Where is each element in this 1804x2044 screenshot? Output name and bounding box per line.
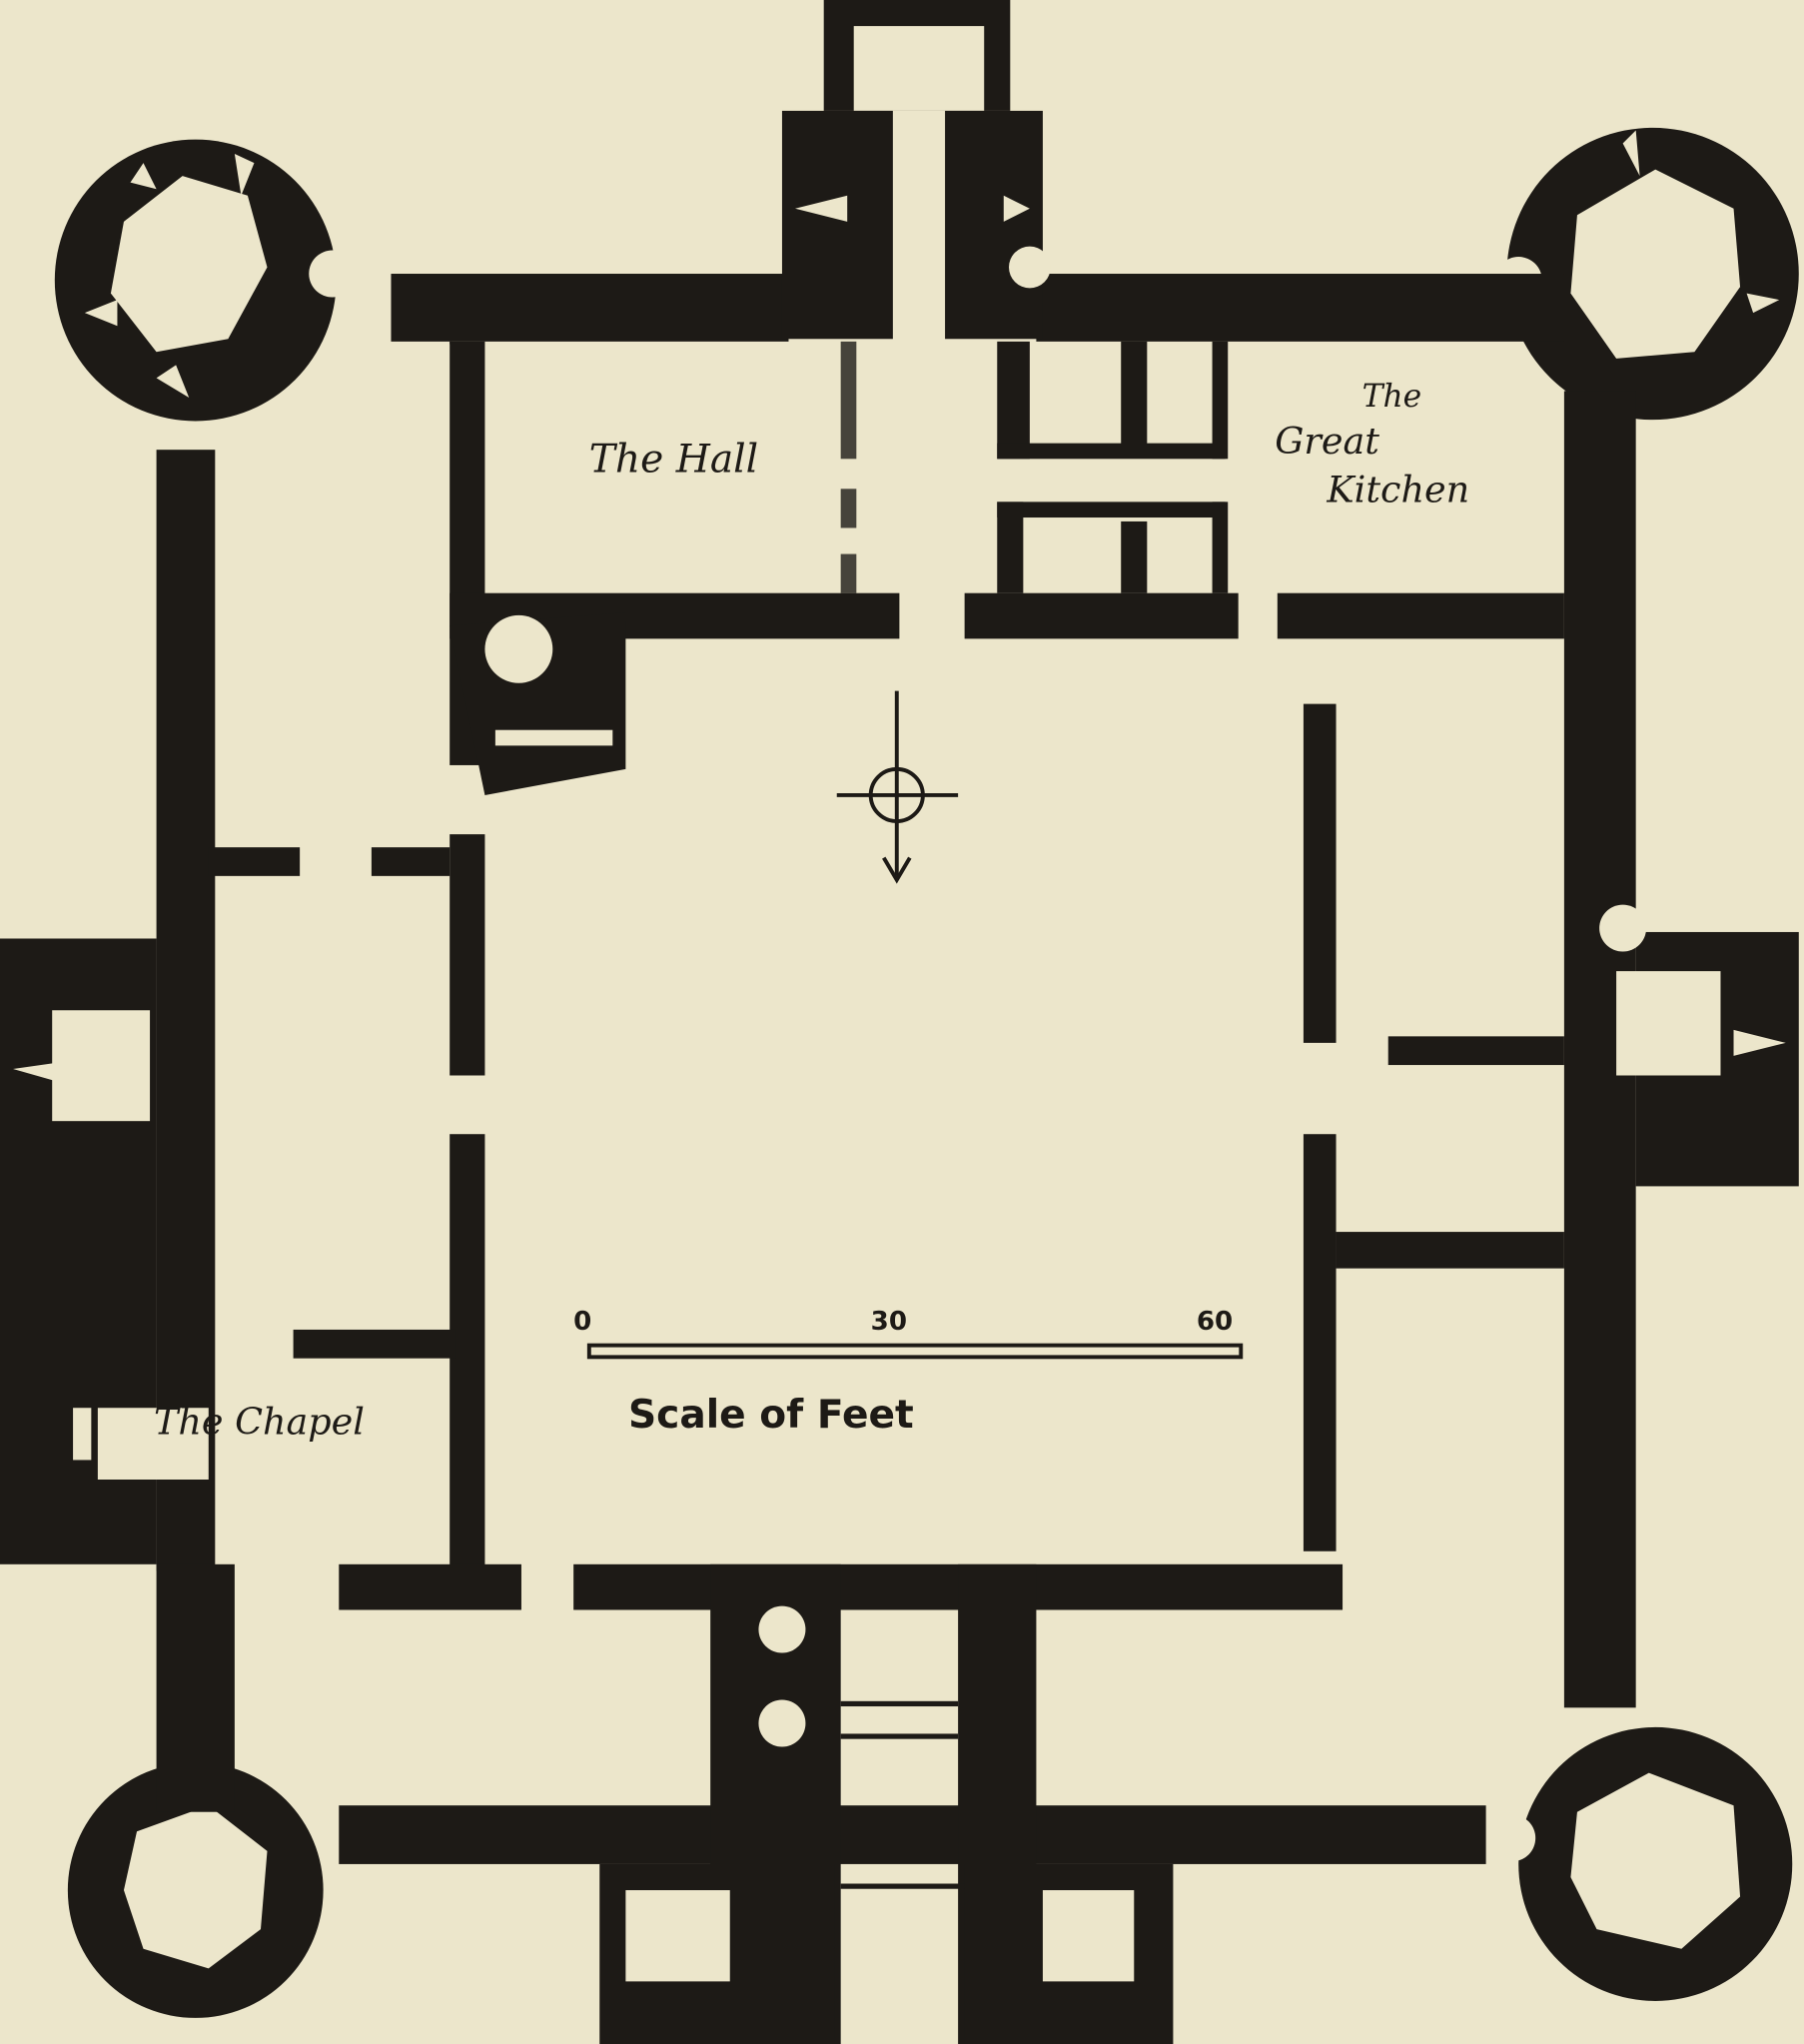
room-label-hall: The Hall: [589, 437, 758, 482]
spiral-stair-icon: [309, 250, 357, 298]
west-tower: [0, 938, 209, 1564]
courtyard-walls: [208, 341, 1564, 1610]
east-tower: [1599, 904, 1799, 1187]
scale-tick-0: 0: [573, 1307, 591, 1337]
room-label-chapel: The Chapel: [154, 1400, 365, 1443]
curtain-walls: [156, 274, 1636, 1864]
north-gatehouse: [781, 0, 1051, 340]
scale-tick-60: 60: [1197, 1307, 1233, 1337]
room-label-kitchen-2: Great: [1275, 420, 1379, 463]
spiral-stair-icon: [758, 1605, 806, 1653]
spiral-stair-icon: [1009, 246, 1051, 289]
spiral-stair-icon: [484, 614, 553, 683]
spiral-stair-icon: [1488, 1814, 1536, 1862]
tower-southeast: [1488, 1726, 1793, 2001]
south-gatehouse: [599, 1563, 1174, 2044]
room-label-kitchen-3: Kitchen: [1326, 468, 1469, 511]
spiral-stair-icon: [758, 1699, 806, 1747]
scale-bar: 0 30 60 Scale of Feet: [573, 1307, 1244, 1438]
spiral-stair-icon: [1599, 904, 1647, 952]
room-label-kitchen-1: The: [1362, 379, 1422, 415]
scale-label: Scale of Feet: [628, 1393, 914, 1438]
tower-northwest: [54, 139, 357, 422]
north-arrow-icon: [836, 690, 959, 884]
scale-tick-30: 30: [871, 1307, 907, 1337]
